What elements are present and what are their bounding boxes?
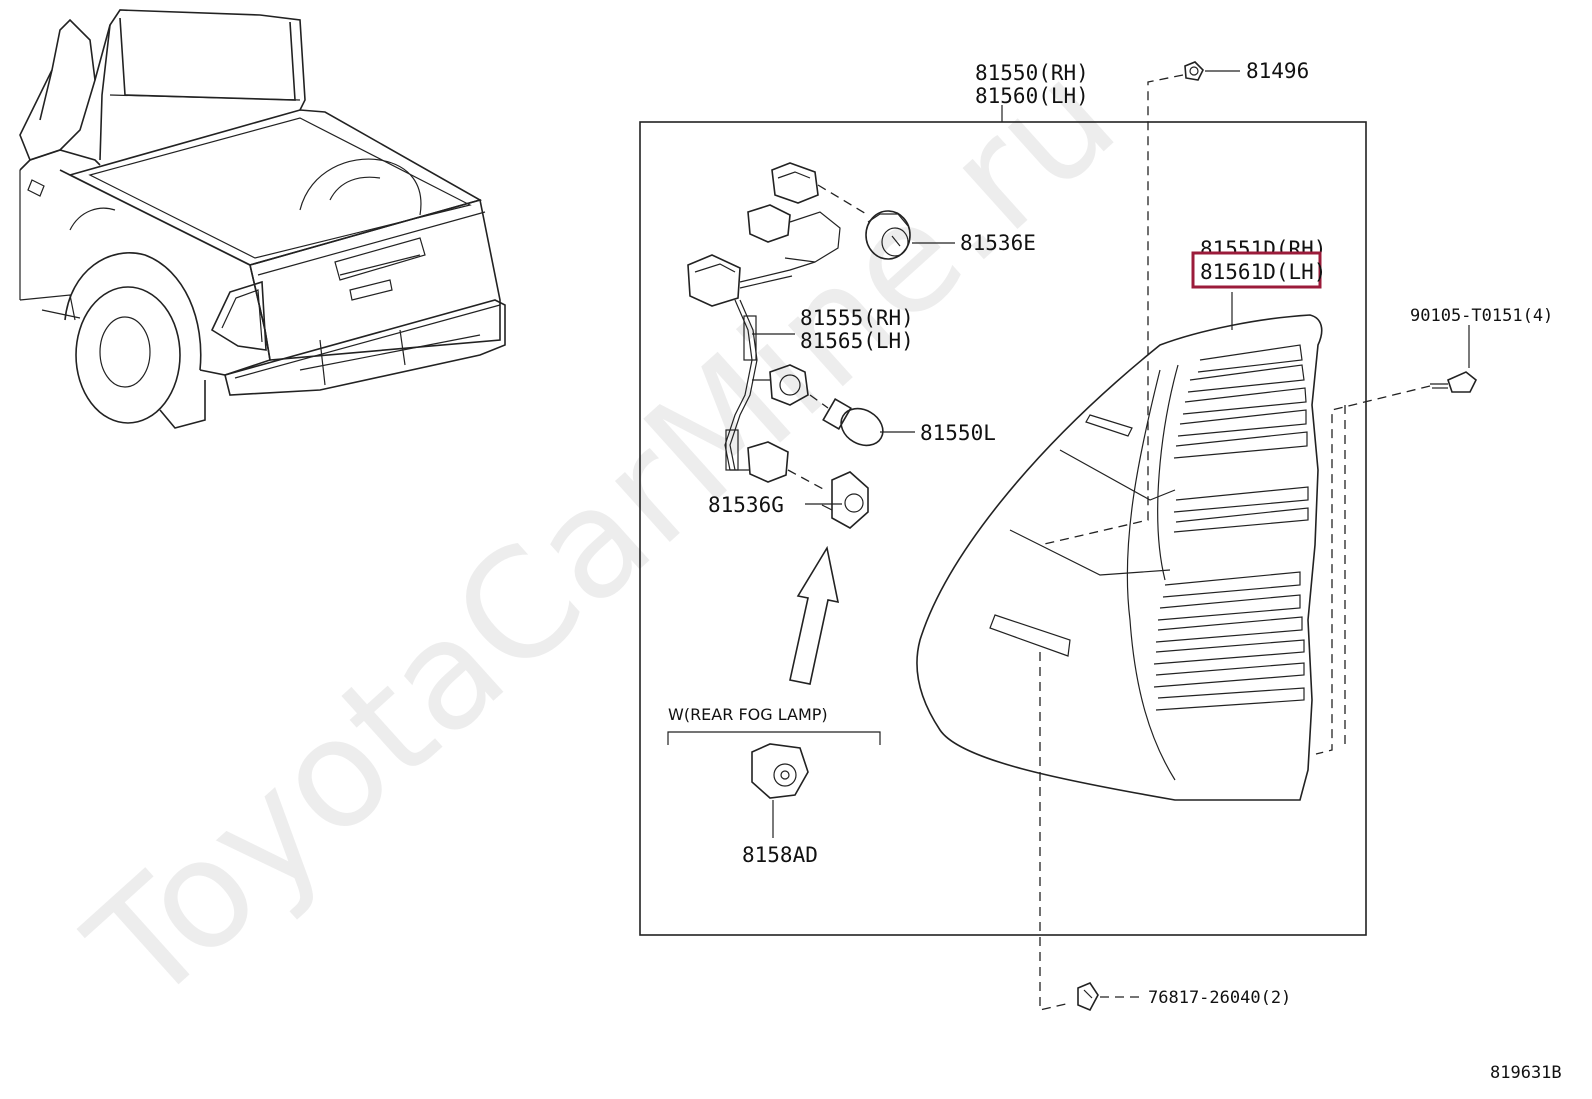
label-81550l: 81550L — [920, 421, 996, 445]
clip-81496-icon — [1184, 61, 1204, 81]
label-76817-26040: 76817-26040(2) — [1148, 988, 1291, 1008]
fog-socket-8158ad-icon — [751, 743, 809, 799]
label-81565-lh: 81565(LH) — [800, 329, 914, 353]
label-81496: 81496 — [1246, 59, 1309, 83]
insert-arrow-icon — [789, 545, 840, 685]
truck-illustration — [19, 9, 506, 429]
label-81536e: 81536E — [960, 231, 1036, 255]
socket-81536g-icon — [821, 471, 869, 529]
assembly-box — [639, 121, 1367, 936]
label-81555-rh: 81555(RH) — [800, 306, 914, 330]
label-81560-lh: 81560(LH) — [975, 84, 1089, 108]
label-rear-fog-lamp: W(REAR FOG LAMP) — [668, 705, 828, 724]
label-90105-t0151: 90105-T0151(4) — [1410, 306, 1553, 326]
bulb-81550l-icon — [809, 394, 884, 447]
wire-harness-illustration — [687, 162, 869, 491]
bolt-icon — [1430, 371, 1478, 393]
highlight-box — [1191, 251, 1322, 289]
watermark-text: ToyotaCarMine.ru — [57, 31, 1148, 1038]
diagram-id: 819631B — [1490, 1063, 1562, 1083]
label-81550-rh: 81550(RH) — [975, 61, 1089, 85]
clip-76817-icon — [1077, 982, 1099, 1012]
label-8158ad: 8158AD — [742, 843, 818, 867]
socket-81536e-icon — [865, 210, 911, 260]
tail-lamp-lens-illustration — [916, 314, 1323, 801]
label-81561d-lh: 81561D(LH) — [1200, 260, 1326, 284]
label-81536g: 81536G — [708, 493, 784, 517]
